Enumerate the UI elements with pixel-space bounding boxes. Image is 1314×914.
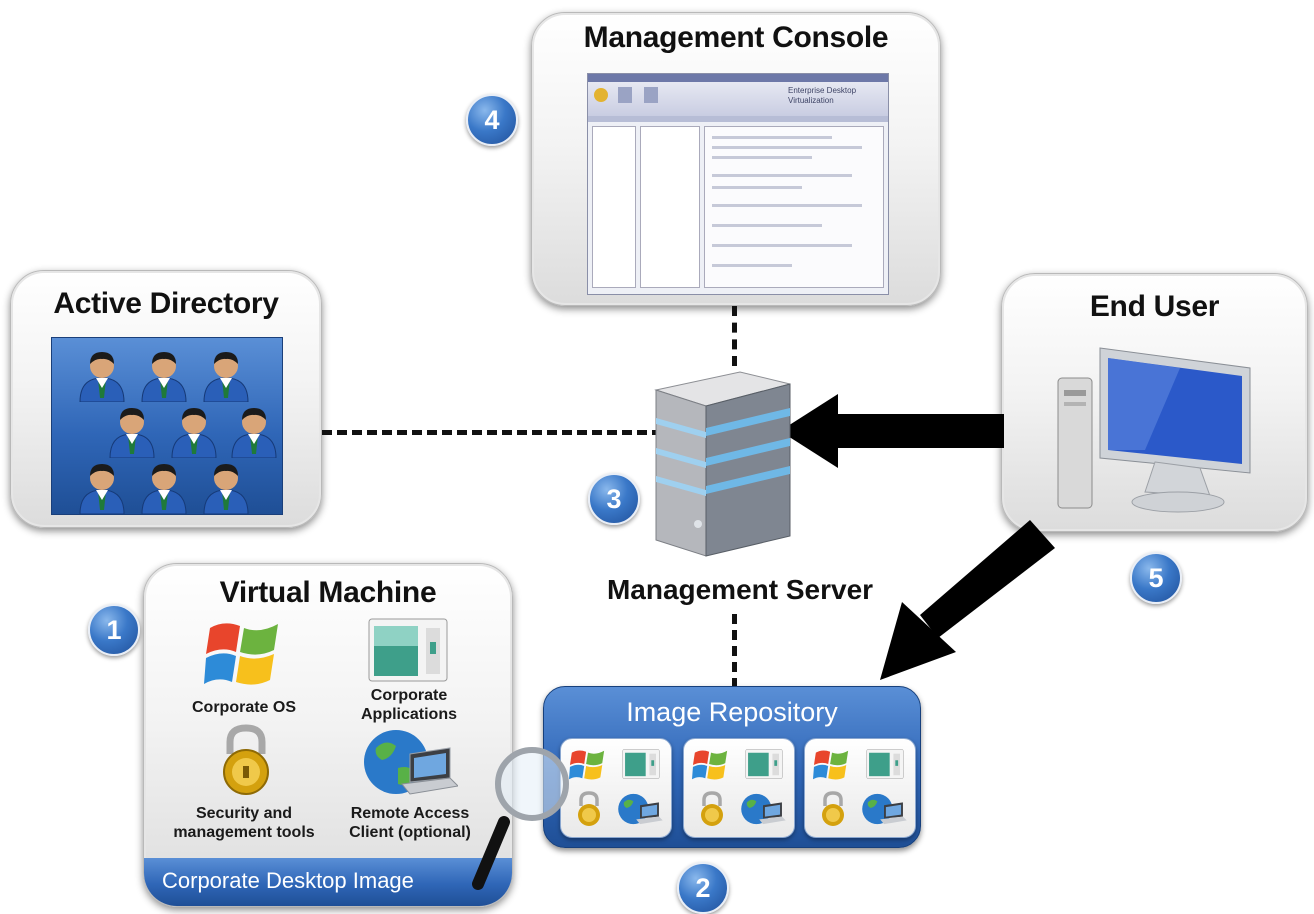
console-toolbar-icon (644, 87, 658, 103)
virtual-machine-card: Virtual Machine Corporate OS Corporate A… (143, 563, 513, 907)
console-brand-text: Enterprise Desktop Virtualization (788, 86, 857, 105)
desktop-computer-icon (1057, 347, 1251, 513)
windows-logo-icon (569, 750, 605, 780)
corporate-applications-label: Corporate Applications (334, 686, 484, 724)
remote-access-line1: Remote Access (350, 805, 470, 822)
console-toolbar-icon (618, 87, 632, 103)
user-person-icon (141, 352, 187, 402)
connector-console-to-server (732, 306, 737, 366)
step-badge-4: 4 (466, 94, 518, 146)
user-person-icon (203, 352, 249, 402)
step-badge-5: 5 (1130, 552, 1182, 604)
virtual-machine-title: Virtual Machine (219, 576, 437, 609)
user-person-icon (79, 352, 125, 402)
image-repository-title: Image Repository (626, 697, 838, 727)
padlock-icon (701, 791, 723, 826)
remote-access-label: Remote Access Client (optional) (330, 804, 490, 842)
connector-ad-to-server (322, 430, 662, 435)
arrow-end-user-to-server (780, 394, 1004, 468)
corporate-applications-line2: Applications (360, 706, 457, 723)
active-directory-card: Active Directory (10, 270, 322, 528)
step-badge-3: 3 (588, 473, 640, 525)
windows-logo-icon (204, 623, 278, 685)
user-person-icon (231, 408, 277, 458)
step-badge-2: 2 (677, 862, 729, 914)
step-badge-1: 1 (88, 604, 140, 656)
connector-server-to-repository (732, 614, 737, 688)
corporate-desktop-image-bar: Corporate Desktop Image (144, 858, 512, 906)
remote-access-icon (364, 730, 458, 795)
management-console-card: Management Console Enterprise Desktop Vi… (531, 12, 941, 306)
windows-logo-icon (692, 750, 728, 780)
management-server-label: Management Server (606, 574, 874, 605)
padlock-icon (822, 791, 844, 826)
user-person-icon (109, 408, 155, 458)
remote-access-icon (618, 793, 663, 825)
server-tower-icon (654, 371, 791, 557)
security-tools-label: Security and management tools (164, 804, 324, 842)
security-tools-line2: management tools (173, 824, 315, 841)
remote-access-icon (741, 793, 786, 825)
user-person-icon (203, 464, 249, 514)
padlock-icon (223, 724, 269, 795)
corporate-desktop-image-label: Corporate Desktop Image (162, 868, 414, 893)
security-tools-line1: Security and (195, 805, 293, 822)
active-directory-title: Active Directory (53, 287, 279, 320)
end-user-card: End User (1001, 273, 1308, 532)
application-window-icon (745, 749, 783, 779)
repository-image-tile (804, 738, 916, 838)
corporate-applications-line1: Corporate (370, 687, 448, 704)
user-person-icon (141, 464, 187, 514)
magnifier-icon (472, 747, 569, 890)
console-screenshot: Enterprise Desktop Virtualization (587, 73, 889, 295)
application-window-icon (368, 618, 448, 682)
padlock-icon (578, 791, 600, 826)
application-window-icon (866, 749, 904, 779)
application-window-icon (622, 749, 660, 779)
corporate-os-label: Corporate OS (191, 699, 296, 716)
windows-logo-icon (813, 750, 849, 780)
management-console-title: Management Console (583, 21, 889, 54)
user-person-icon (171, 408, 217, 458)
console-toolbar-icon (594, 88, 608, 102)
remote-access-icon (862, 793, 907, 825)
remote-access-line2: Client (optional) (349, 824, 471, 841)
repository-image-tile (683, 738, 795, 838)
user-person-icon (79, 464, 125, 514)
arrow-end-user-to-repository (880, 520, 1055, 680)
repository-image-tile (560, 738, 672, 838)
user-group-panel (51, 337, 283, 515)
end-user-title: End User (1089, 290, 1220, 323)
